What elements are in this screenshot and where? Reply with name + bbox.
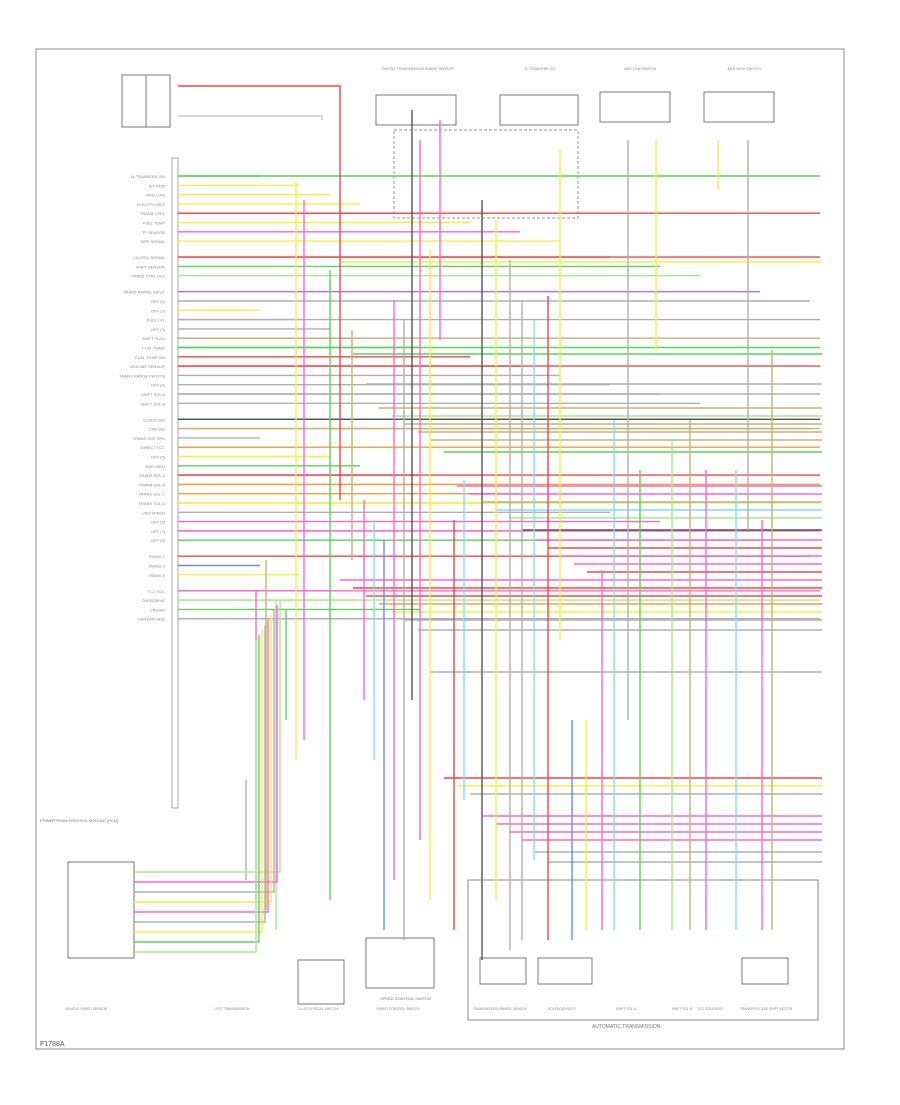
transfer-motor-box (741, 957, 789, 985)
left-pin-label: FUEL LVL (147, 318, 166, 323)
left-pin-label: OVERDRIVE (141, 598, 165, 603)
left-pin-label: BPP SIGNAL (141, 239, 165, 244)
diagram-border (35, 48, 845, 1050)
top-component-label: 4L TRANSFER SW (525, 67, 557, 71)
left-pin-label: CLUTCH SIGNAL (133, 255, 166, 260)
top-component-box-3 (599, 91, 671, 123)
bottom-component-label: LEFT TRANSMISSION (215, 1007, 250, 1011)
left-pin-label: TRANS SOL D (138, 501, 165, 506)
top-wire (178, 85, 341, 500)
bottom-component-label: VEHICLE SPEED SENSOR (65, 1007, 108, 1011)
left-pin-label: OFF (4) (151, 383, 166, 388)
speed-control-label: SPEED CONTROL SWITCH (380, 996, 431, 1001)
left-pin-label: OFF (8) (151, 538, 166, 543)
left-pin-label: TRANS 1 (148, 554, 166, 559)
left-pin-label: CRUISE (150, 607, 165, 612)
bottom-component-label: SHIFT SOL A (616, 1007, 637, 1011)
left-pin-label: FUEL PUMP (142, 346, 165, 351)
left-pin-label: OFF (1) (151, 299, 166, 304)
module-wire (134, 635, 260, 943)
left-pin-label: SHIFT SENSOR (136, 264, 166, 269)
bottom-component-label: TRANSMISSION RANGE SENSOR (473, 1007, 528, 1011)
bottom-component-box-1 (297, 959, 345, 1005)
top-labels-group: DIGITAL TRANSMISSION RANGE SENSOR 4L TRAN… (382, 67, 761, 71)
left-pin-label: VEH SPEED (142, 510, 165, 515)
left-pin-label: TRANS RANGE INPUT (123, 290, 166, 295)
left-pin-label: TRANS SOL A (139, 473, 165, 478)
left-pin-label: SHIFT FLAG (142, 336, 165, 341)
top-wire (178, 115, 323, 120)
left-pin-label: SHIFT SOL A (141, 392, 165, 397)
bottom-component-label: TRANSFER CASE SHIFT MOTOR (740, 1007, 793, 1011)
module-wire (134, 640, 257, 953)
bottom-component-label: SHIFT SOL B (672, 1007, 693, 1011)
left-pin-label: CLOCK SIG (143, 417, 165, 422)
pcm-label: POWERTRAIN CONTROL MODULE (PCM) (40, 818, 119, 823)
wires-group (134, 85, 822, 960)
left-labels-group: 4L TRANSFER SW A/T PCM 4WD LOW ELECTR LOCK T… (119, 174, 165, 622)
top-component-label: DIGITAL TRANSMISSION RANGE SENSOR (382, 67, 454, 71)
top-component-box-1 (375, 94, 457, 126)
pcm-connector-left (171, 157, 179, 809)
solenoid-body-box (537, 957, 593, 985)
bottom-component-label: CLUTCH PEDAL SWITCH (298, 1007, 339, 1011)
bottom-labels-group: VEHICLE SPEED SENSOR LEFT TRANSMISSION CLU… (65, 1007, 793, 1011)
left-pin-label: TRANS SOL B (139, 482, 166, 487)
top-component-group (393, 129, 579, 219)
module-wire (134, 610, 275, 893)
left-pin-label: OFF (6) (151, 520, 166, 525)
left-pin-label: SHIFT SOL B (141, 401, 166, 406)
module-wire (134, 600, 281, 873)
automatic-transmission-box (467, 879, 819, 1021)
bottom-component-label: SOLENOID BODY (548, 1007, 577, 1011)
module-wire (134, 620, 269, 913)
left-pin-label: TRANS 3 (148, 573, 166, 578)
top-component-label: 4WD HIGH SWITCH (727, 67, 761, 71)
left-pin-label: OFF (5) (151, 455, 166, 460)
left-pin-label: TRANS CTRL (140, 211, 166, 216)
left-pin-label: DIRECT TCC (141, 445, 165, 450)
left-pin-label: SENSOR GND (138, 617, 165, 622)
left-pin-label: OFF (2) (151, 308, 166, 313)
left-pin-label: 4WD LOW (146, 193, 165, 198)
left-pin-label: 4L TRANSFER SW (131, 174, 166, 179)
left-pin-label: ELECTR LOCK (137, 202, 165, 207)
top-component-box-2 (499, 94, 579, 126)
left-pin-label: TP SENSOR (142, 230, 165, 235)
top-component-box-4 (703, 91, 775, 123)
left-pin-label: CAN SIG (149, 427, 165, 432)
left-pin-label: TRANS CTRL SOL (131, 274, 166, 279)
bottom-component-label: SPEED CONTROL SWITCH (376, 1007, 420, 1011)
left-pin-label: FUEL TEMP (143, 221, 166, 226)
left-pin-label: OFF (7) (151, 529, 166, 534)
transmission-label: AUTOMATIC TRANSMISSION (592, 1024, 661, 1030)
left-pin-label: OFF (3) (151, 327, 166, 332)
left-pin-label: 4WD HIGH (145, 464, 165, 469)
bottom-component-label: TCC SOLENOID (697, 1007, 723, 1011)
left-pin-label: TCC SOL (148, 589, 166, 594)
bottom-left-module (67, 861, 135, 959)
left-pin-label: TRANS RANGE INPUT B (119, 373, 165, 378)
module-wire (134, 615, 272, 903)
trans-range-sensor-box (479, 957, 527, 985)
left-pin-label: A/T PCM (149, 183, 165, 188)
top-component-label: 4WD LOW SWITCH (624, 67, 657, 71)
module-wire (134, 605, 278, 883)
bottom-component-box-2 (365, 937, 435, 989)
left-pin-label: VOLUME SENSOR (130, 364, 165, 369)
left-pin-label: TRANS OUT SPD (133, 436, 165, 441)
left-pin-label: TRANS SOL C (138, 492, 165, 497)
left-pin-label: TRANS 2 (148, 564, 166, 569)
module-wire (134, 630, 263, 933)
left-pin-label: FUEL TEMP SW (135, 355, 165, 360)
footer-code: F1788A (40, 1041, 65, 1048)
module-wire (134, 625, 266, 923)
